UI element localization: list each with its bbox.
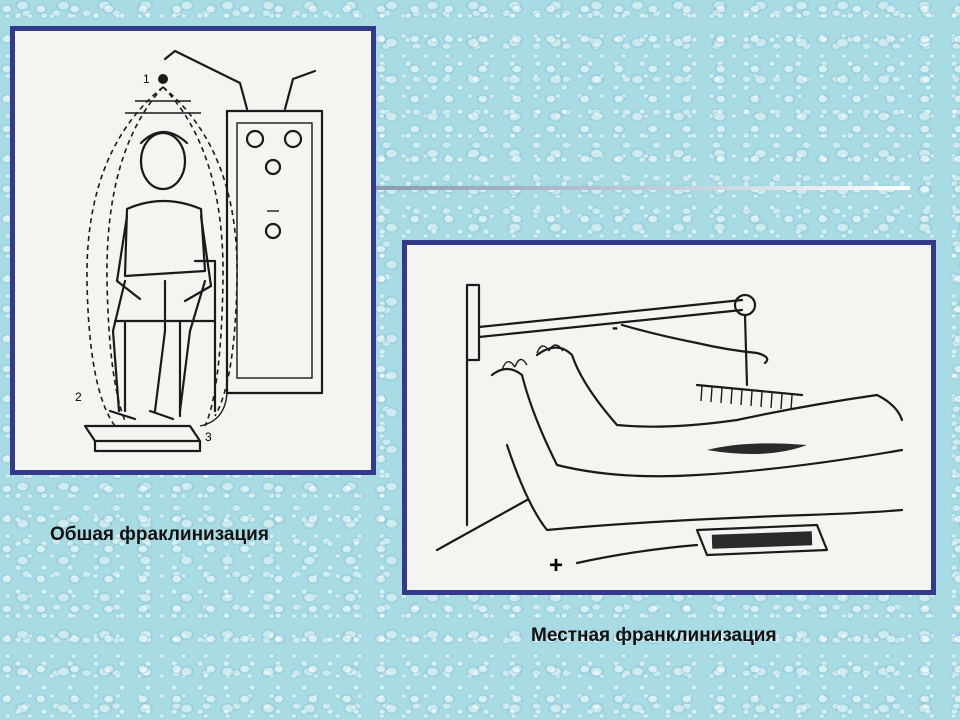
local-franklinization-drawing: + - bbox=[435, 283, 904, 579]
leg-upper bbox=[535, 346, 904, 428]
cable bbox=[283, 69, 317, 111]
electrode-arm bbox=[163, 49, 249, 111]
ground-cable bbox=[575, 543, 699, 565]
mark-negative: - bbox=[612, 317, 618, 337]
person-head bbox=[139, 131, 187, 191]
general-franklinization-drawing: 1 2 3 bbox=[75, 49, 324, 453]
person-torso bbox=[123, 199, 207, 278]
ground-cable bbox=[199, 392, 228, 427]
insulated-platform bbox=[83, 424, 202, 453]
toes bbox=[501, 344, 564, 371]
apparatus-panel bbox=[236, 122, 313, 379]
apparatus-knob bbox=[245, 129, 265, 149]
person-arms bbox=[115, 214, 213, 303]
comb-teeth bbox=[700, 385, 793, 411]
person-legs bbox=[111, 279, 207, 413]
chair bbox=[113, 259, 217, 418]
comb-electrode bbox=[695, 383, 804, 397]
field-line bbox=[106, 86, 164, 422]
apparatus-cabinet bbox=[225, 109, 324, 395]
field-line bbox=[162, 86, 224, 427]
caption-general-franklinization: Обшая фраклинизация bbox=[50, 524, 269, 545]
cable bbox=[620, 323, 769, 365]
apparatus-knob bbox=[283, 129, 303, 149]
decorative-divider-line bbox=[376, 186, 910, 190]
electrode-rod bbox=[743, 313, 749, 387]
floor-line bbox=[435, 498, 529, 552]
mark-1: 1 bbox=[143, 72, 150, 86]
ground-plate-surface bbox=[711, 531, 813, 549]
person-hair bbox=[139, 130, 189, 145]
leg-heel bbox=[505, 443, 904, 532]
electrode-arm bbox=[477, 298, 744, 339]
arm-joint bbox=[733, 293, 757, 317]
illustration-local-franklinization: + - bbox=[402, 240, 936, 595]
apparatus-knob bbox=[264, 158, 282, 176]
mark-3: 3 bbox=[205, 430, 212, 444]
caption-local-franklinization: Местная франклинизация bbox=[531, 625, 777, 646]
electrode-head bbox=[158, 74, 168, 84]
spray-lines bbox=[125, 100, 201, 114]
wall-mount bbox=[465, 283, 481, 527]
leg-shading bbox=[707, 443, 807, 454]
person-feet bbox=[108, 409, 175, 421]
mark-positive: + bbox=[549, 552, 563, 579]
mark-2: 2 bbox=[75, 390, 82, 404]
apparatus-knob bbox=[264, 222, 282, 240]
leg-lower bbox=[490, 367, 904, 478]
field-line bbox=[86, 86, 164, 427]
illustration-general-franklinization: 1 2 3 bbox=[10, 26, 376, 475]
ground-plate bbox=[695, 523, 829, 557]
